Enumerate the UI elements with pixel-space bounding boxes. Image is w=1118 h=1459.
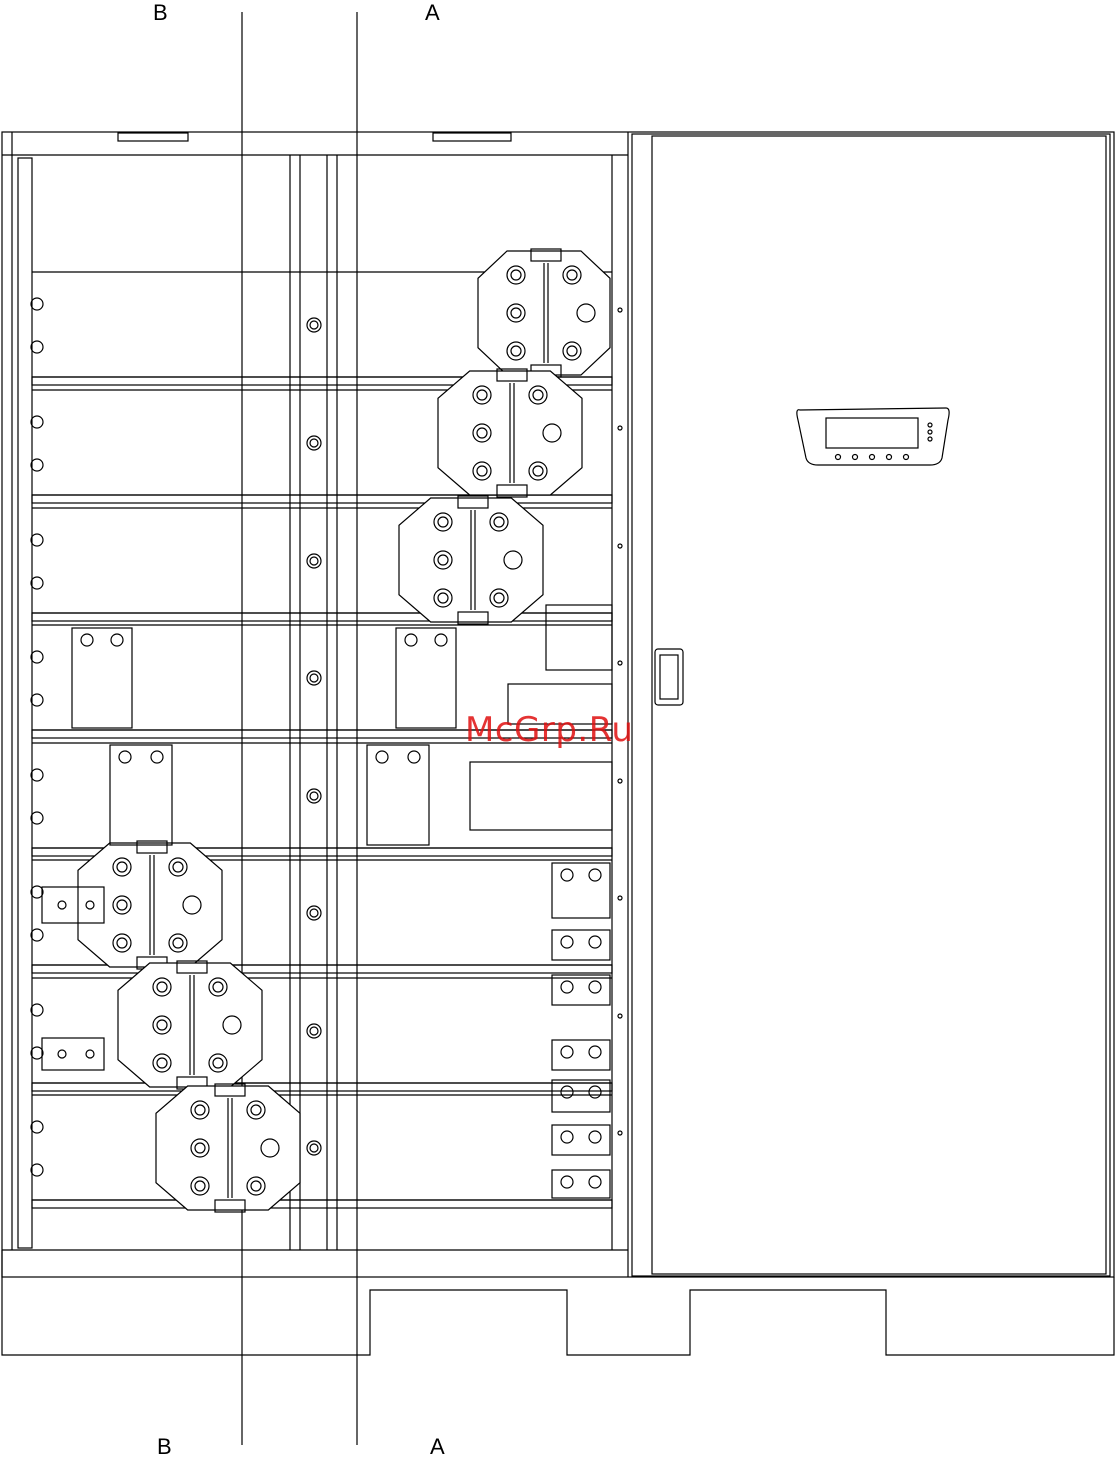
terminal-plate [438,369,582,497]
watermark: McGrp.Ru [465,710,633,750]
terminal-plate [118,961,262,1089]
vertical-rails [290,155,337,1250]
lcd-display [826,418,918,448]
bus-bar-block [396,628,456,728]
bus-bar-block [552,1080,610,1112]
bus-bar-block [110,745,172,845]
control-panel [797,408,949,465]
bus-bar-block [552,930,610,960]
bus-bar-block [552,975,610,1005]
cable-connector [42,1038,104,1070]
door-handle [655,649,683,705]
front-door [632,134,1110,1276]
bus-bar-block [367,745,429,845]
bus-bar-block [552,1040,610,1070]
terminal-plate [156,1084,300,1212]
bus-bar-block [72,628,132,728]
bus-bar-block [552,1170,610,1198]
bus-bar-block [552,863,610,918]
panel-opening [470,762,612,830]
bus-bar-block [552,1125,610,1155]
terminal-plate [478,249,610,377]
cabinet-base [2,1250,1114,1355]
panel-opening [546,605,612,670]
terminal-plate [78,841,222,969]
terminal-plate [399,496,543,624]
